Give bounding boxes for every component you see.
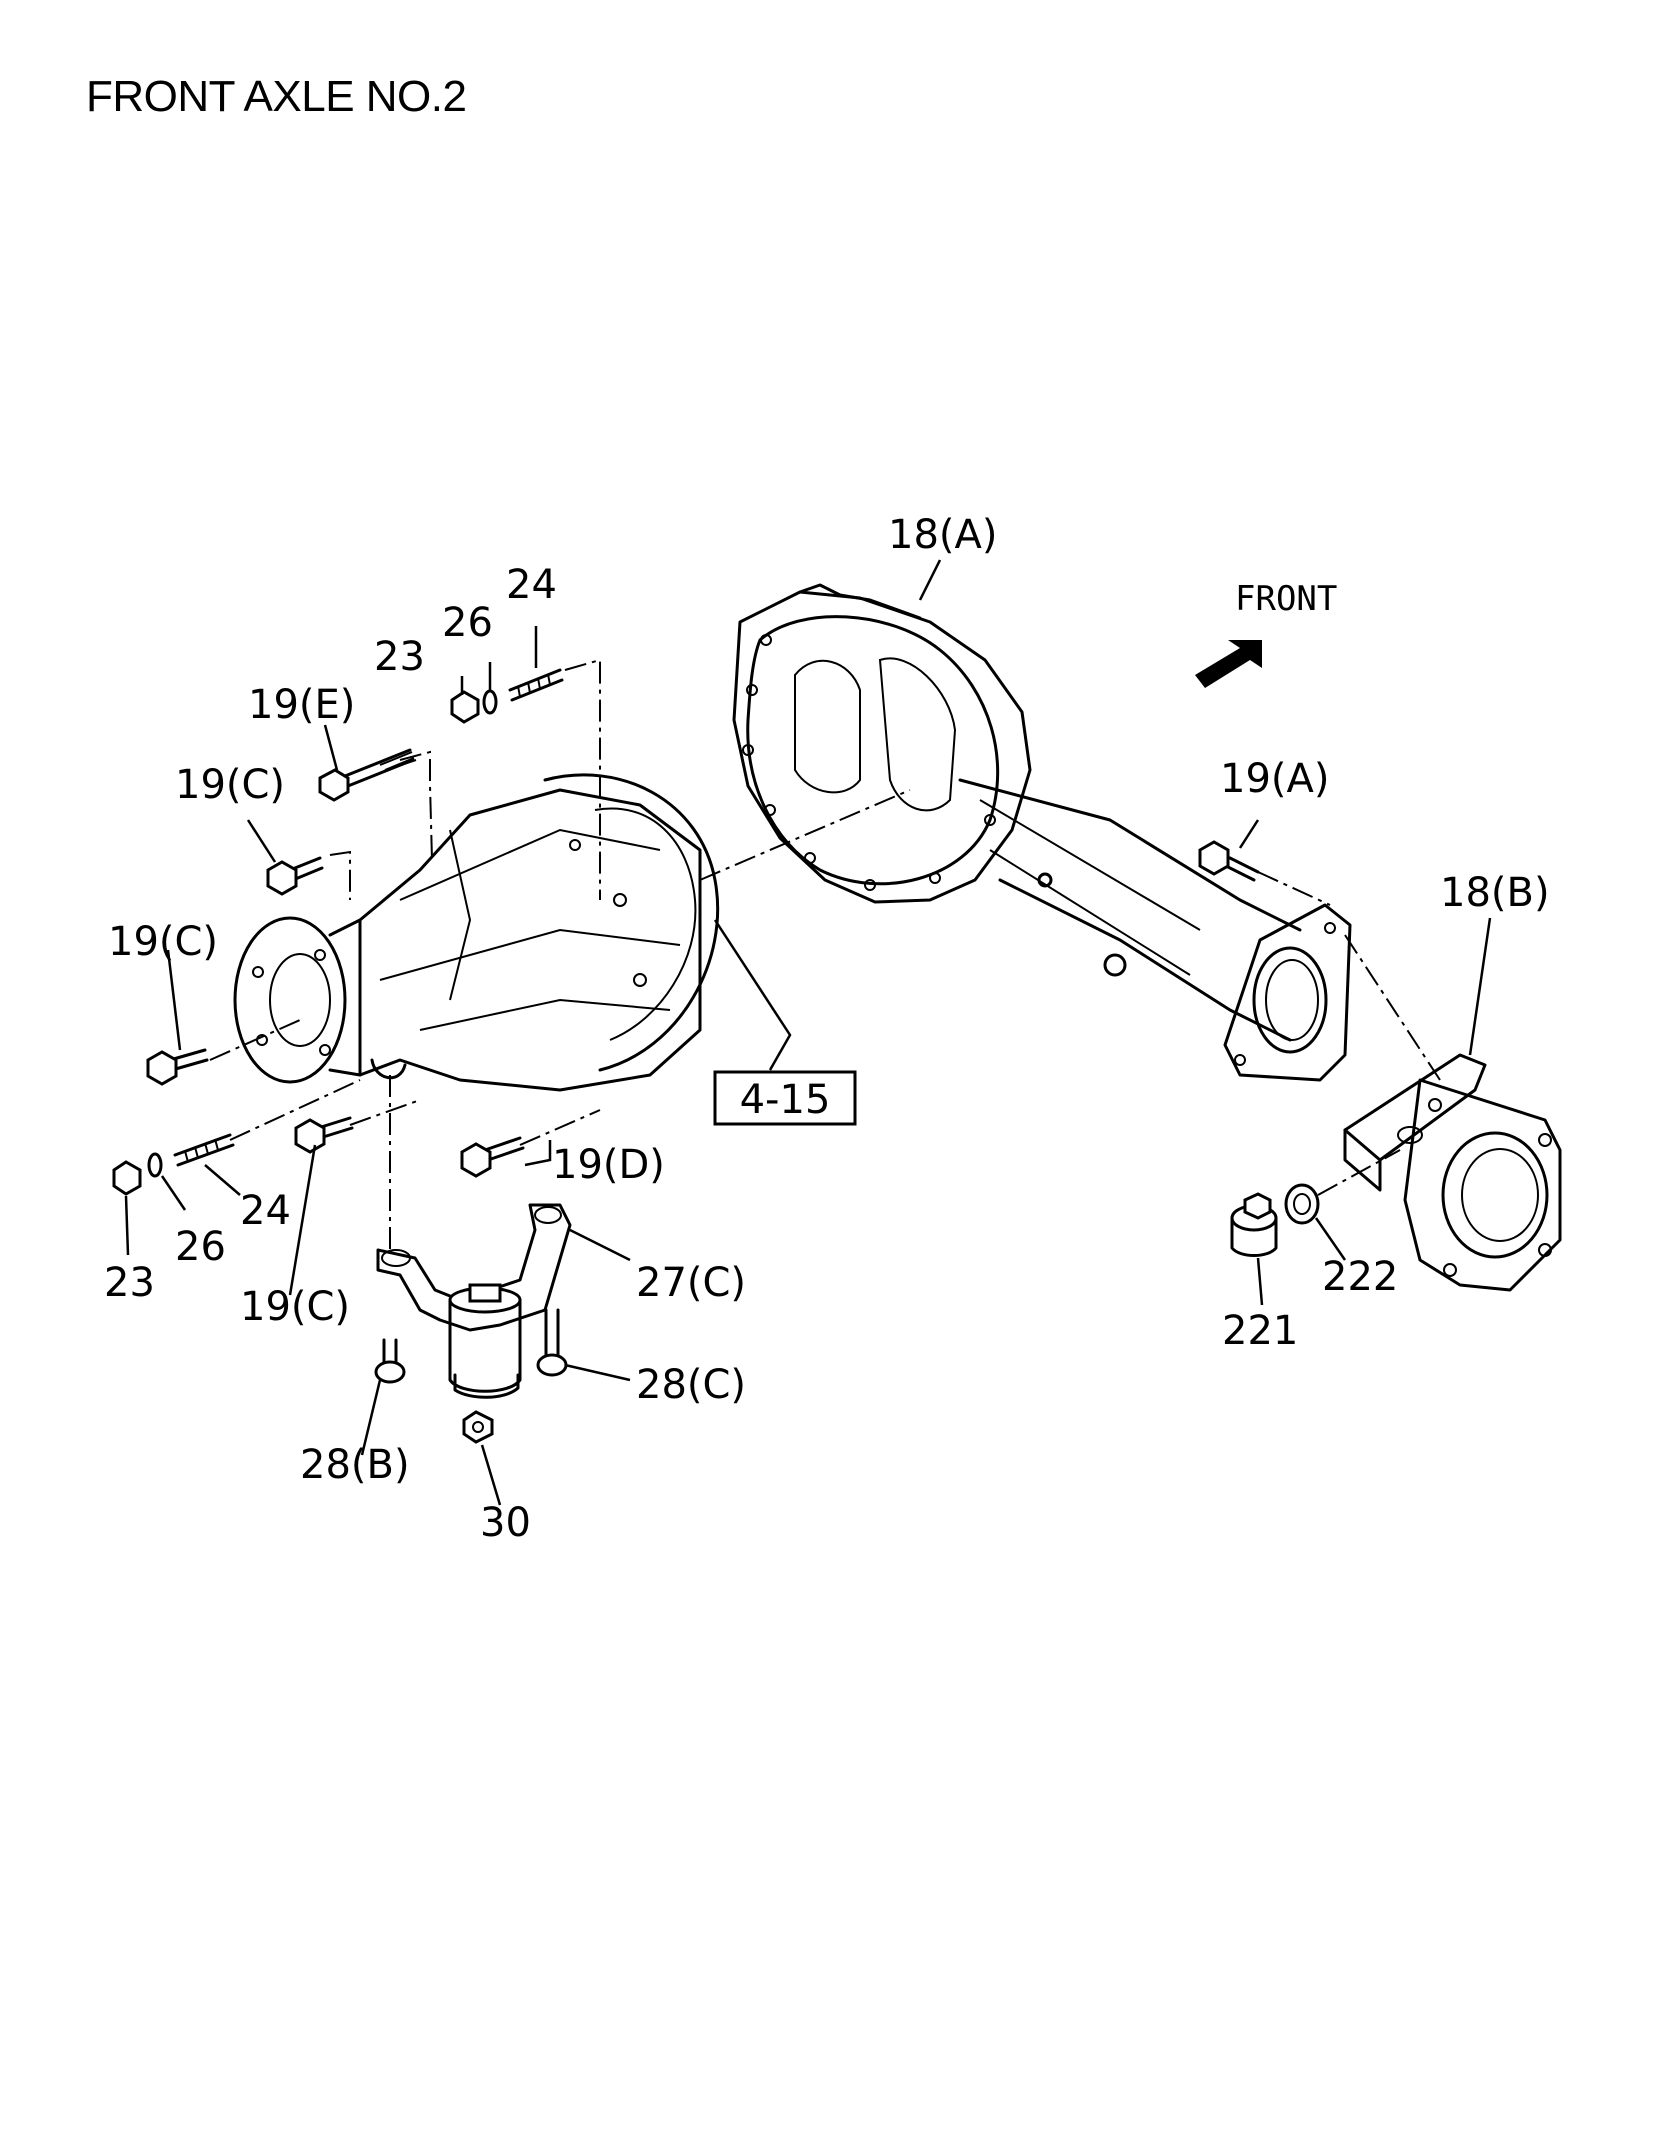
differential-carrier[interactable] xyxy=(233,773,720,1092)
callout-221: 221 xyxy=(1222,1308,1298,1354)
callout-28b: 28(B) xyxy=(300,1442,410,1488)
callout-18b: 18(B) xyxy=(1440,870,1550,916)
bolt-19c-top[interactable] xyxy=(266,856,324,896)
callout-19d: 19(D) xyxy=(552,1142,665,1188)
hub-flange-18b[interactable] xyxy=(1343,1053,1562,1292)
washer-26-bottom[interactable] xyxy=(147,1152,163,1178)
drain-plug-221[interactable] xyxy=(1230,1192,1278,1257)
bolt-19c-bottom[interactable] xyxy=(294,1116,354,1154)
nut-30[interactable] xyxy=(462,1410,494,1444)
callout-18a: 18(A) xyxy=(888,512,997,558)
reference-box[interactable]: 4-15 xyxy=(713,1070,857,1126)
callout-19e: 19(E) xyxy=(248,682,355,728)
callout-26-bottom: 26 xyxy=(175,1224,226,1270)
callout-23-top: 23 xyxy=(374,634,425,680)
bolt-19c-left[interactable] xyxy=(146,1048,209,1086)
front-label: FRONT xyxy=(1235,579,1337,619)
bolt-19e[interactable] xyxy=(318,748,417,802)
leader-lines xyxy=(124,559,1492,1506)
assembly-lines xyxy=(209,658,1441,1250)
stud-24-bottom[interactable] xyxy=(173,1133,235,1167)
bolt-19a[interactable] xyxy=(1198,840,1260,882)
callout-24-top: 24 xyxy=(506,562,557,608)
callout-30: 30 xyxy=(480,1500,531,1546)
washer-26-top[interactable] xyxy=(482,689,498,715)
nut-23-top[interactable] xyxy=(450,690,480,724)
nut-23-bottom[interactable] xyxy=(112,1160,142,1196)
axle-housing-18a[interactable] xyxy=(732,583,1352,1082)
callout-19c-bottom: 19(C) xyxy=(240,1284,350,1330)
callout-28c: 28(C) xyxy=(636,1362,746,1408)
callout-222: 222 xyxy=(1322,1254,1398,1300)
bolt-28b[interactable] xyxy=(374,1338,406,1384)
pinion-flange[interactable] xyxy=(233,916,347,1084)
callout-19a: 19(A) xyxy=(1220,756,1329,802)
callout-19c-left: 19(C) xyxy=(108,919,218,965)
bolt-28c[interactable] xyxy=(536,1308,568,1377)
callout-23-bottom: 23 xyxy=(104,1260,155,1306)
mount-bracket-27c[interactable] xyxy=(376,1203,572,1399)
callout-26-top: 26 xyxy=(442,600,493,646)
stud-24-top[interactable] xyxy=(508,668,564,702)
page-title: FRONT AXLE NO.2 xyxy=(86,72,467,121)
callout-24-bottom: 24 xyxy=(240,1188,291,1234)
gasket-222[interactable] xyxy=(1284,1183,1320,1225)
front-direction-arrow xyxy=(1195,640,1262,688)
callout-27c: 27(C) xyxy=(636,1260,746,1306)
reference-box-label: 4-15 xyxy=(740,1077,831,1123)
bolt-19d[interactable] xyxy=(460,1136,525,1178)
callout-19c-top: 19(C) xyxy=(175,762,285,808)
callout-labels: 18(A) 18(B) 19(A) 19(C) 19(C) 19(C) 19(D… xyxy=(104,512,1550,1546)
